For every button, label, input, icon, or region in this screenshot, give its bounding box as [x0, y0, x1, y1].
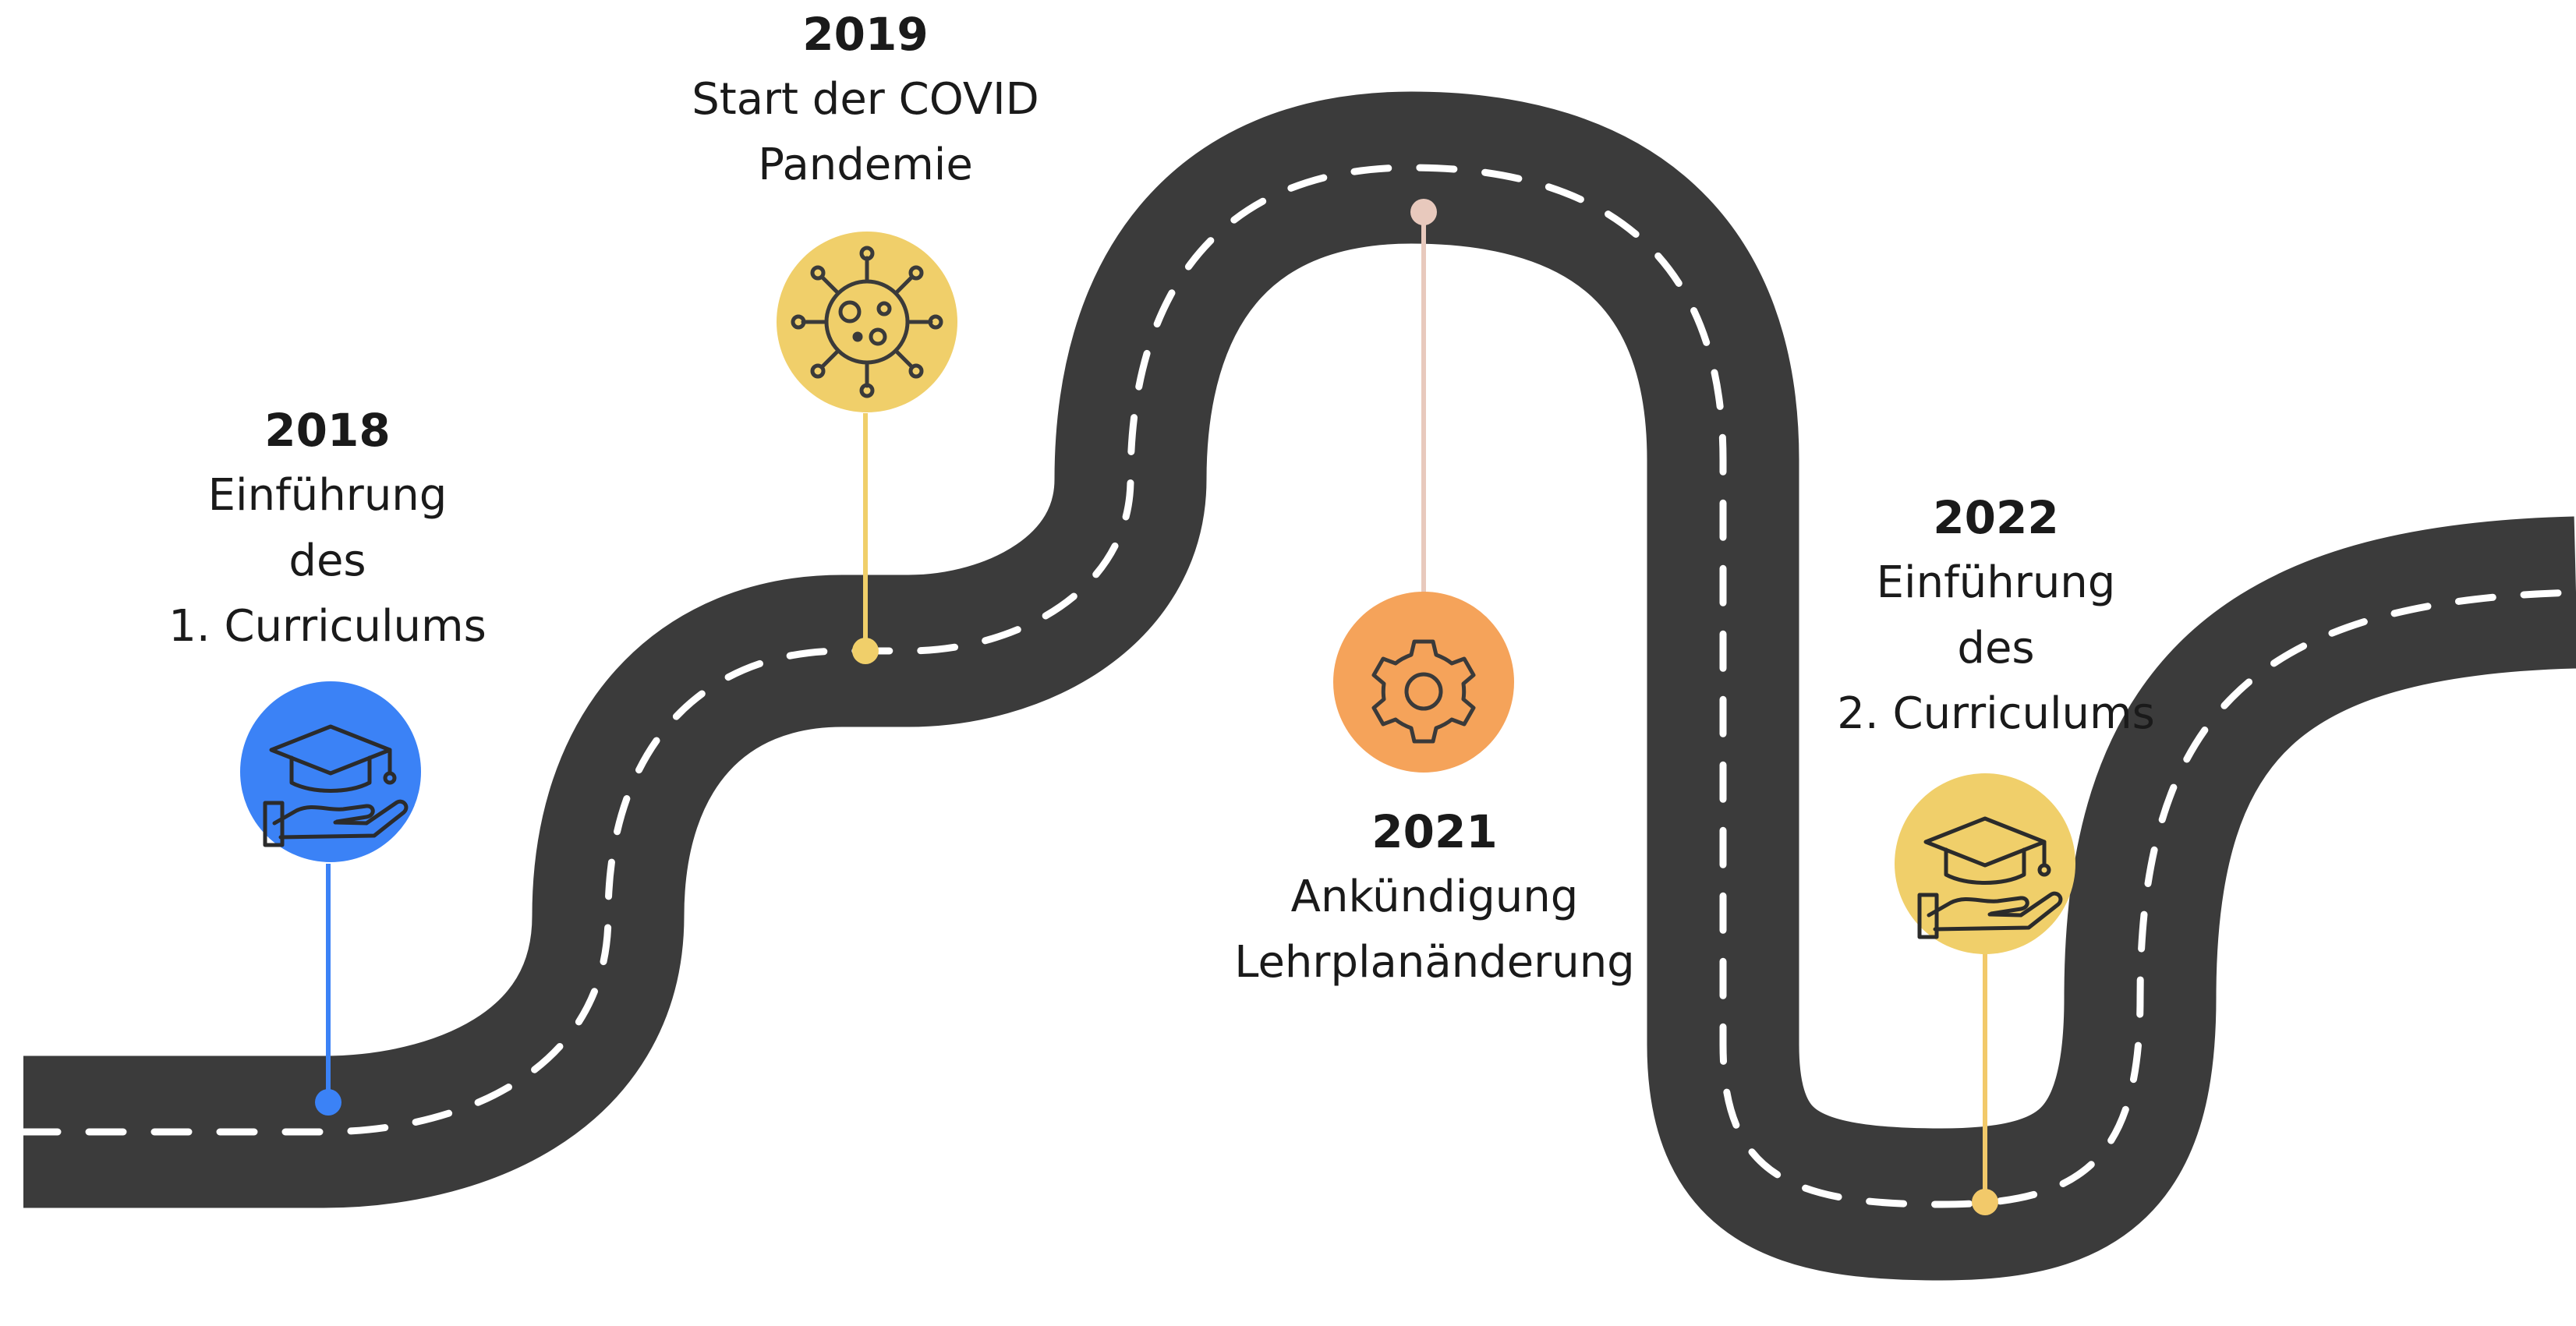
- milestone-year: 2018: [264, 404, 391, 457]
- milestone-text-line: Lehrplanänderung: [1234, 937, 1635, 988]
- milestone-text-line: des: [288, 536, 366, 586]
- milestone-text-line: Pandemie: [758, 140, 973, 190]
- milestone-2021-label: 2021 Ankündigung Lehrplanänderung: [1185, 799, 1684, 995]
- milestone-text-line: des: [1957, 623, 2035, 674]
- connector-dot-2022: [1972, 1189, 1998, 1215]
- milestone-2022-badge: [1895, 773, 2075, 954]
- milestone-text-line: Start der COVID: [692, 74, 1039, 125]
- milestone-year: 2019: [802, 8, 929, 61]
- graduation-cap-hand-icon: [263, 724, 409, 847]
- lane-marking: [19, 164, 2576, 1208]
- graduation-cap-hand-icon: [1917, 816, 2063, 939]
- milestone-text-line: Einführung: [207, 470, 448, 521]
- gear-icon: [1371, 639, 1476, 744]
- connector-dot-2018: [315, 1089, 341, 1116]
- milestone-2018-label: 2018 Einführung des 1. Curriculums: [156, 398, 499, 659]
- milestone-2022-label: 2022 Einführung des 2. Curriculums: [1793, 485, 2199, 747]
- milestone-2019-badge: [777, 232, 957, 412]
- milestone-text-line: Ankündigung: [1290, 872, 1579, 922]
- milestone-2019-label: 2019 Start der COVID Pandemie: [647, 2, 1084, 198]
- milestone-2018-badge: [240, 681, 421, 862]
- milestone-2021-badge: [1333, 592, 1514, 773]
- milestone-text-line: 1. Curriculums: [168, 601, 487, 652]
- virus-icon: [791, 246, 943, 398]
- milestone-text-line: Einführung: [1876, 557, 2116, 608]
- milestone-text-line: 2. Curriculums: [1837, 688, 2155, 739]
- connector-dot-2019: [852, 638, 879, 664]
- connector-dot-2021: [1410, 199, 1437, 225]
- milestone-year: 2022: [1933, 491, 2059, 544]
- milestone-year: 2021: [1371, 805, 1498, 858]
